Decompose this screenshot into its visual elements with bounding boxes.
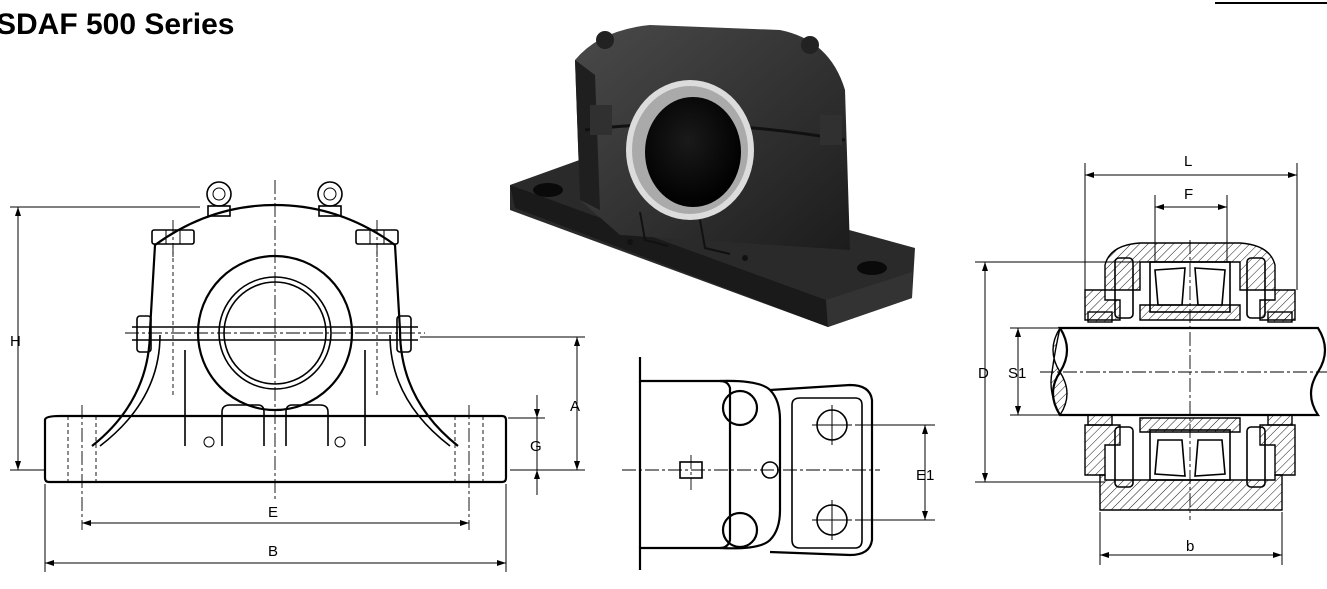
header-rule — [1215, 2, 1327, 4]
top-view: E1 — [622, 357, 935, 570]
dim-label-b: b — [1186, 538, 1194, 555]
dim-label-L: L — [1184, 153, 1192, 170]
dim-label-H: H — [10, 333, 21, 350]
dim-label-S1: S1 — [1008, 365, 1026, 382]
front-view: H A G E B — [10, 180, 585, 572]
dim-label-G: G — [530, 438, 542, 455]
dim-label-E1: E1 — [916, 467, 934, 484]
section-view: L F D S1 b — [975, 153, 1327, 565]
dim-label-E: E — [268, 504, 278, 521]
page-title: SDAF 500 Series — [0, 8, 235, 41]
product-photo — [510, 25, 915, 327]
dim-label-B: B — [268, 543, 278, 560]
dim-label-A: A — [570, 398, 580, 415]
dim-label-D: D — [978, 365, 989, 382]
dim-label-F: F — [1184, 186, 1193, 203]
